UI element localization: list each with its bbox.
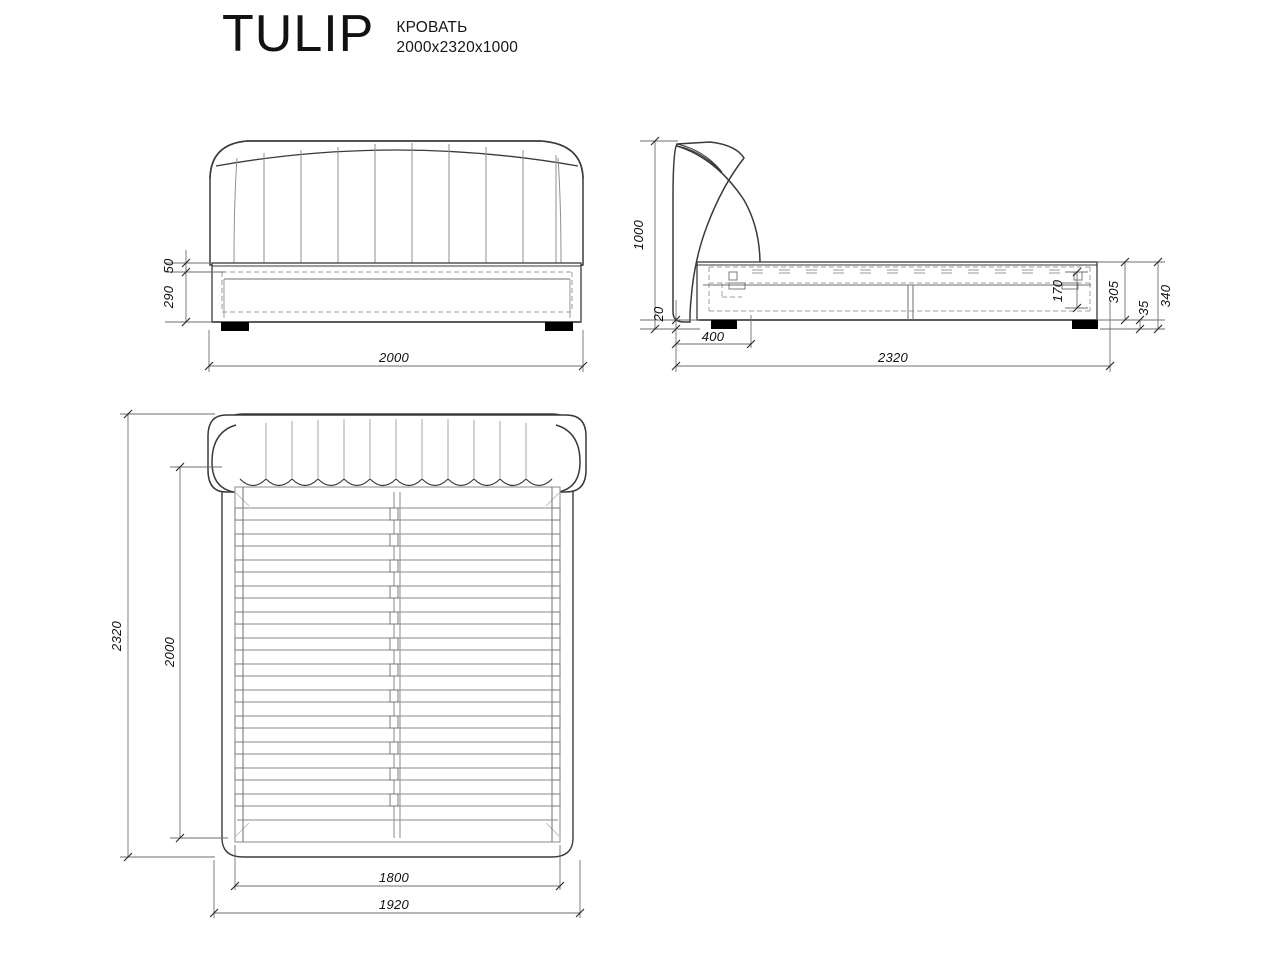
dim-front-width: 2000	[378, 350, 410, 365]
side-foot-left	[711, 320, 737, 329]
dim-front-height-base: 290	[161, 285, 176, 309]
dim-top-width-outer: 1920	[379, 897, 410, 912]
title-subtext: КРОВАТЬ 2000x2320x1000	[396, 18, 518, 59]
dimension-front-width	[204, 330, 588, 372]
title-block: TULIP КРОВАТЬ 2000x2320x1000	[222, 8, 518, 60]
overall-size-label: 2000x2320x1000	[396, 39, 519, 57]
dimension-side-length	[671, 300, 1115, 372]
dim-side-length: 2320	[877, 350, 909, 365]
side-slat-marks	[752, 269, 1060, 274]
dimension-top-widths	[209, 845, 585, 918]
dim-top-length-inner: 2000	[162, 636, 177, 668]
dimension-headboard-depth	[671, 315, 756, 349]
dim-top-length-outer: 2320	[109, 620, 124, 652]
front-foot-right	[545, 322, 573, 331]
side-elevation	[672, 141, 1098, 329]
dim-total-height: 340	[1158, 284, 1173, 307]
dim-top-width-inner: 1800	[379, 870, 410, 885]
dim-side-height-total: 1000	[631, 219, 646, 250]
front-elevation	[209, 140, 584, 331]
dim-inner-height: 170	[1050, 279, 1065, 302]
dimension-top-lengths	[120, 409, 228, 862]
dim-frame-height: 305	[1106, 280, 1121, 303]
dimension-front-heights	[165, 250, 225, 327]
dimension-inner-height	[1065, 267, 1088, 313]
dimension-side-heights	[640, 136, 700, 334]
side-foot-right	[1072, 320, 1098, 329]
dim-side-foot-height: 20	[651, 306, 666, 323]
dim-leg-height: 35	[1136, 300, 1151, 316]
headboard-tufting	[233, 143, 562, 264]
page-title: TULIP	[222, 5, 375, 63]
product-type-label: КРОВАТЬ	[396, 19, 468, 36]
dimension-right-stack	[1097, 257, 1165, 334]
dim-headboard-depth: 400	[702, 329, 725, 344]
dim-front-height-top: 50	[161, 258, 176, 274]
top-headboard-scallops	[239, 478, 553, 487]
top-plan	[207, 413, 587, 858]
front-foot-left	[221, 322, 249, 331]
